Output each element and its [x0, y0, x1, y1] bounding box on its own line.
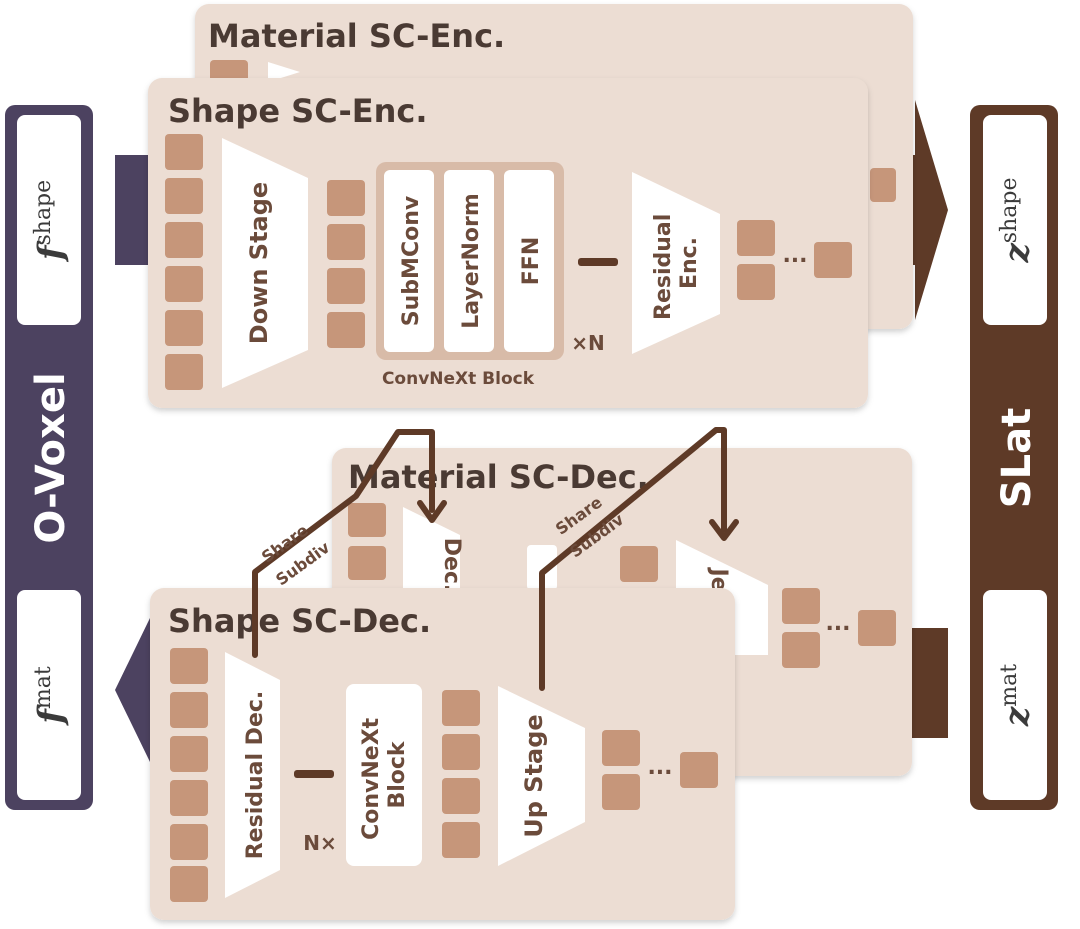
- z-mat-sup: mat: [997, 664, 1022, 707]
- connector-line: [294, 770, 334, 778]
- cube: [782, 588, 820, 624]
- layernorm-block: [444, 170, 494, 352]
- cube: [870, 168, 896, 202]
- f-shape-var: f: [31, 240, 71, 262]
- dec-convnext-block: [346, 684, 422, 866]
- material-enc-title: Material SC-Enc.: [208, 17, 505, 55]
- up-stage-label: Up Stage: [520, 714, 548, 837]
- cube: [348, 546, 386, 580]
- mid-cubes: [327, 180, 365, 348]
- material-dec-partial-label: Dec.: [439, 538, 464, 593]
- cube: [782, 632, 820, 668]
- cube: [620, 546, 658, 582]
- ellipsis: ...: [825, 611, 850, 636]
- shape-sc-dec-panel: Shape SC-Dec. Residual Dec. N× ConvNeXt …: [150, 588, 735, 920]
- ellipsis: ...: [782, 243, 807, 268]
- convnext-caption: ConvNeXt Block: [382, 369, 535, 389]
- z-shape-box: [983, 115, 1047, 325]
- residual-enc-block: [632, 172, 720, 354]
- up-stage-block: [498, 686, 585, 866]
- o-voxel-label: O-Voxel: [28, 372, 74, 543]
- down-stage-label: Down Stage: [245, 182, 273, 344]
- cube: [348, 503, 386, 537]
- f-shape-box: [17, 115, 81, 325]
- f-shape-sup: shape: [31, 180, 56, 246]
- f-mat-box: [17, 590, 81, 800]
- material-residual-dec-block: [403, 507, 460, 600]
- input-cubes: [165, 134, 203, 390]
- slat-bar: zshape SLat zmat: [970, 105, 1058, 810]
- z-shape-sup: shape: [997, 178, 1022, 244]
- svg-text:zshape: zshape: [997, 178, 1037, 264]
- shape-sc-enc-panel: Shape SC-Enc. Down Stage SubMConv LayerN…: [148, 78, 868, 408]
- material-dec-title: Material SC-Dec.: [348, 458, 649, 496]
- svg-text:fmat: fmat: [31, 666, 71, 726]
- z-mat-box: [983, 590, 1047, 800]
- slat-label: SLat: [994, 408, 1040, 508]
- residual-enc-label: Residual Enc.: [651, 206, 702, 320]
- shape-enc-title: Shape SC-Enc.: [168, 92, 427, 130]
- o-voxel-bar: fshape O-Voxel fmat: [5, 105, 93, 810]
- share-subdiv-arrow-2: [539, 427, 739, 691]
- svg-text:fshape: fshape: [31, 180, 71, 262]
- ellipsis: ...: [647, 755, 672, 780]
- dec-output-cubes: [170, 648, 208, 902]
- submconv-block: [384, 170, 434, 352]
- residual-dec-label: Residual Dec.: [243, 691, 268, 860]
- z-shape-var: z: [997, 243, 1037, 264]
- ffn-label: FFN: [519, 237, 544, 285]
- z-mat-var: z: [997, 706, 1037, 727]
- n-repeat-label: N×: [303, 831, 337, 855]
- shape-dec-title: Shape SC-Dec.: [168, 602, 431, 640]
- repeat-n-label: ×N: [571, 331, 605, 355]
- submconv-label: SubMConv: [399, 195, 424, 326]
- share-subdiv-arrow-1: [252, 429, 447, 658]
- residual-dec-block: [225, 652, 280, 898]
- dec-input-cubes: [602, 730, 718, 810]
- f-mat-sup: mat: [31, 666, 56, 709]
- dec-convnext-label: ConvNeXt Block: [359, 710, 410, 840]
- output-cubes: [737, 220, 852, 300]
- down-stage-block: [222, 138, 308, 388]
- f-mat-var: f: [31, 704, 71, 726]
- ffn-block: [504, 170, 554, 352]
- layernorm-label: LayerNorm: [459, 193, 484, 329]
- svg-text:zmat: zmat: [997, 664, 1037, 727]
- connector-line: [578, 258, 618, 266]
- cube: [858, 610, 896, 646]
- dec-mid-cubes: [442, 690, 480, 858]
- material-up-partial-label: Je: [706, 566, 731, 591]
